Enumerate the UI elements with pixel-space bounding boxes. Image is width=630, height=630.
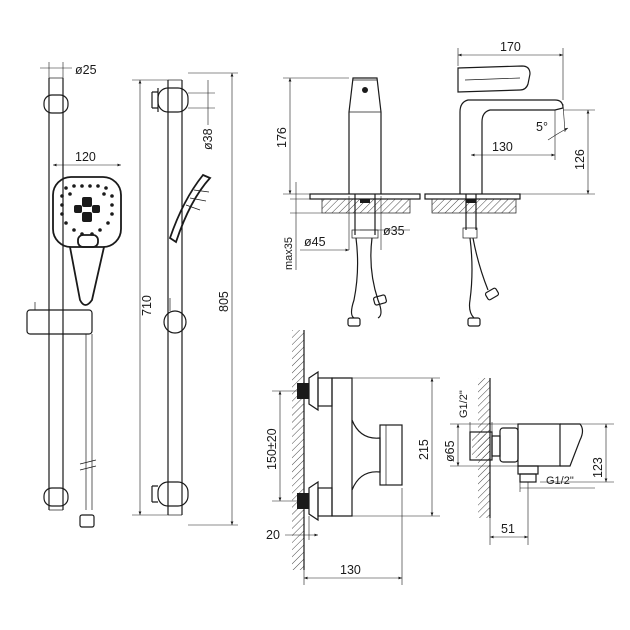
thread-top-label: G1/2" — [458, 390, 470, 418]
overall-length-label: 170 — [500, 40, 521, 54]
depth-label: 51 — [501, 522, 515, 536]
wall-offset-label: 20 — [266, 528, 280, 542]
escutcheon-diameter-label: ø65 — [443, 440, 457, 462]
shower-mixer-side-view: G1/2" ø65 G1/2" 123 51 — [443, 378, 614, 545]
spout-reach-label: 130 — [492, 140, 513, 154]
bracket-diameter-label: ø38 — [201, 128, 215, 150]
basin-mixer-front-view: 176 max35 ø45 ø35 — [275, 77, 421, 327]
hole-diameter-label: ø35 — [383, 224, 405, 238]
max-deck-label: max35 — [283, 237, 295, 270]
spout-angle-label: 5° — [536, 120, 548, 134]
outlet-height-label: 123 — [591, 457, 605, 478]
mixer-centers-label: 150±20 — [265, 428, 279, 470]
hand-shower-nozzles — [60, 184, 114, 236]
hand-shower-width-label: 120 — [75, 150, 96, 164]
rail-length-label: 710 — [140, 295, 154, 316]
rail-diameter-label: ø25 — [75, 63, 97, 77]
shower-rail-side-view: ø38 710 805 — [132, 72, 238, 526]
shower-rail-front-view: ø25 120 — [26, 62, 122, 528]
projection-label: 130 — [340, 563, 361, 577]
overall-height-label: 805 — [217, 291, 231, 312]
spout-height-label: 126 — [573, 149, 587, 170]
basin-mixer-side-view: 170 130 126 5° — [424, 40, 595, 327]
shower-mixer-front-view: 150±20 215 20 130 — [265, 330, 440, 585]
basin-height-label: 176 — [275, 127, 289, 148]
mixer-height-label: 215 — [417, 439, 431, 460]
base-diameter-label: ø45 — [304, 235, 326, 249]
thread-outlet-label: G1/2" — [546, 475, 574, 487]
